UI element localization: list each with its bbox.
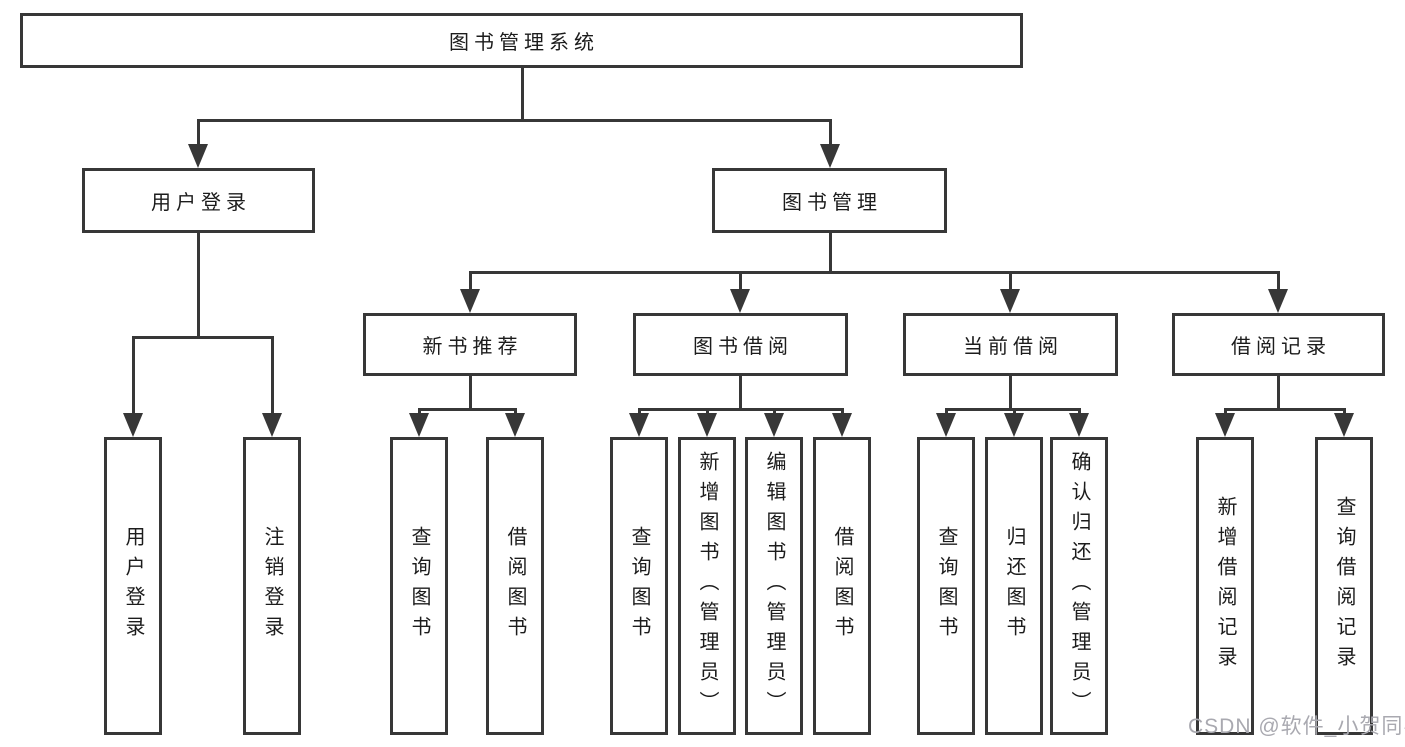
- connector-line: [131, 336, 135, 417]
- arrowhead: [1069, 413, 1089, 437]
- leaf-records-query-borrow-record: 查询借阅记录: [1315, 437, 1373, 735]
- arrowhead: [1334, 413, 1354, 437]
- connector-line: [468, 271, 1280, 274]
- node-label: 确认归还（管理员）: [1068, 451, 1090, 721]
- node-label: 编辑图书（管理员）: [763, 451, 785, 721]
- leaf-logout: 注销登录: [243, 437, 301, 735]
- connector-line: [840, 408, 844, 417]
- node-label: 用户登录: [122, 526, 144, 646]
- connector-line: [1276, 376, 1280, 408]
- leaf-records-add-borrow-record: 新增借阅记录: [1196, 437, 1254, 735]
- leaf-recommend-query-books: 查询图书: [390, 437, 448, 735]
- csdn-watermark: CSDN @软件_小贺同学: [1188, 715, 1405, 738]
- arrowhead: [188, 144, 208, 168]
- connector-line: [944, 408, 948, 417]
- node-book-borrowing: 图书借阅: [633, 313, 848, 376]
- node-label: 归还图书: [1003, 526, 1025, 646]
- arrowhead: [505, 413, 525, 437]
- node-label: 查询图书: [628, 526, 650, 646]
- connector-line: [772, 408, 776, 417]
- connector-line: [738, 271, 742, 293]
- connector-line: [270, 336, 274, 417]
- connector-line: [1223, 408, 1346, 411]
- node-library-management-system: 图书管理系统: [20, 13, 1023, 68]
- arrowhead: [820, 144, 840, 168]
- connector-line: [828, 119, 832, 148]
- node-label: 图书借阅: [693, 336, 793, 358]
- arrowhead: [832, 413, 852, 437]
- node-label: 新书推荐: [422, 336, 523, 358]
- connector-line: [196, 119, 832, 122]
- arrowhead: [262, 413, 282, 437]
- node-label: 图书管理系统: [449, 32, 599, 54]
- connector-line: [705, 408, 709, 417]
- arrowhead: [697, 413, 717, 437]
- node-book-management: 图书管理: [712, 168, 947, 233]
- node-label: 用户登录: [151, 192, 251, 214]
- node-new-book-recommendation: 新书推荐: [363, 313, 577, 376]
- node-label: 查询借阅记录: [1333, 496, 1355, 676]
- node-label: 注销登录: [261, 526, 283, 646]
- leaf-borrowing-add-books-admin: 新增图书（管理员）: [678, 437, 736, 735]
- leaf-current-query-books: 查询图书: [917, 437, 975, 735]
- connector-line: [196, 232, 200, 336]
- arrowhead: [123, 413, 143, 437]
- arrowhead: [730, 289, 750, 313]
- arrowhead: [1000, 289, 1020, 313]
- node-label: 借阅记录: [1231, 336, 1331, 358]
- node-label: 新增借阅记录: [1214, 496, 1236, 676]
- connector-line: [828, 233, 832, 271]
- leaf-current-return-books: 归还图书: [985, 437, 1043, 735]
- arrowhead: [1268, 289, 1288, 313]
- node-label: 借阅图书: [831, 526, 853, 646]
- leaf-borrowing-edit-books-admin: 编辑图书（管理员）: [745, 437, 803, 735]
- connector-line: [417, 408, 421, 417]
- node-current-borrowing: 当前借阅: [903, 313, 1118, 376]
- leaf-borrowing-borrow-books: 借阅图书: [813, 437, 871, 735]
- connector-line: [1276, 271, 1280, 293]
- arrowhead: [1004, 413, 1024, 437]
- connector-line: [738, 376, 742, 408]
- node-label: 图书管理: [782, 192, 882, 214]
- connector-line: [1077, 408, 1081, 417]
- arrowhead: [629, 413, 649, 437]
- connector-line: [637, 408, 641, 417]
- connector-line: [637, 408, 844, 411]
- connector-line: [417, 408, 517, 411]
- connector-line: [1342, 408, 1346, 417]
- node-label: 查询图书: [935, 526, 957, 646]
- arrowhead: [460, 289, 480, 313]
- connector-line: [520, 67, 524, 119]
- node-borrowing-records: 借阅记录: [1172, 313, 1385, 376]
- node-label: 当前借阅: [963, 336, 1063, 358]
- node-label: 新增图书（管理员）: [696, 451, 718, 721]
- connector-line: [1008, 376, 1012, 408]
- connector-line: [1223, 408, 1227, 417]
- leaf-recommend-borrow-books: 借阅图书: [486, 437, 544, 735]
- connector-line: [1008, 271, 1012, 293]
- connector-line: [468, 376, 472, 408]
- arrowhead: [764, 413, 784, 437]
- connector-line: [468, 271, 472, 293]
- node-label: 借阅图书: [504, 526, 526, 646]
- connector-line: [131, 336, 274, 339]
- arrowhead: [1215, 413, 1235, 437]
- node-label: 查询图书: [408, 526, 430, 646]
- leaf-user-login: 用户登录: [104, 437, 162, 735]
- connector-line: [196, 119, 200, 148]
- node-user-login: 用户登录: [82, 168, 315, 233]
- leaf-borrowing-query-books: 查询图书: [610, 437, 668, 735]
- connector-line: [1012, 408, 1016, 417]
- leaf-current-confirm-return-admin: 确认归还（管理员）: [1050, 437, 1108, 735]
- arrowhead: [936, 413, 956, 437]
- arrowhead: [409, 413, 429, 437]
- connector-line: [513, 408, 517, 417]
